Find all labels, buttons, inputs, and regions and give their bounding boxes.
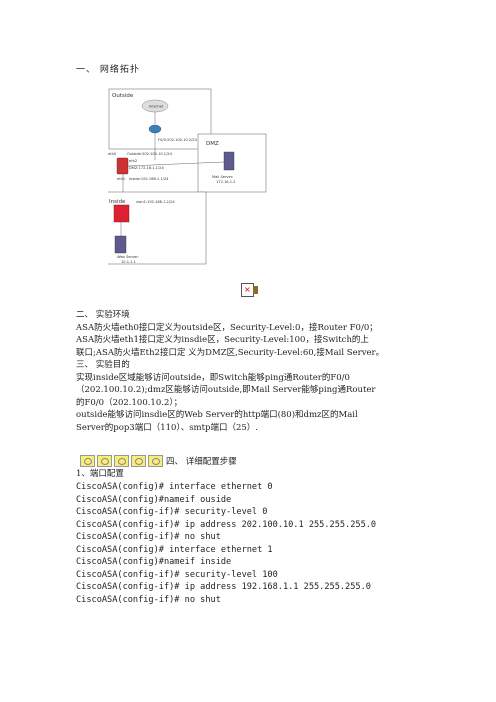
section-title-environment: 二、 实验环境 [76,310,130,320]
broken-image-icon: × [241,283,258,297]
config-line: CiscoASA(config-if)# security-level 0 [76,507,268,517]
web-server-label: Web Server: [117,255,139,259]
config-line: CiscoASA(config-if)# no shut [76,532,221,542]
embedded-object-icon [80,455,95,467]
config-line: CiscoASA(config-if)# no shut [76,595,221,605]
config-line: CiscoASA(config)#nameif ouside [76,495,232,505]
outside-zone-label: Outside [112,93,134,99]
section-title-objectives: 三、 实验目的 [76,360,130,370]
environment-line-2: ASA防火墙eth1接口定义为insdie区，Security-Level:10… [76,335,369,345]
router-ip-label: F0/0:202.100.10.2/24 [158,138,198,142]
step-heading-row: 四、 详细配置步骤 [80,455,237,467]
outside-zone-box [108,88,212,150]
step-1-title: 1、端口配置 [76,469,124,479]
config-line: CiscoASA(config)# interface ethernet 1 [76,545,273,555]
network-topology-diagram: Outside Internet F0/0:202.100.10.2/24 DM… [108,88,267,265]
switch-icon [113,204,130,223]
objective-line-4: outside能够访问insdie区的Web Server的http端口(80)… [76,410,358,420]
objective-line-5: Server的pop3端口（110）、smtp端口（25）. [76,423,258,433]
section-title-topology: 一、 网络拓扑 [76,65,140,75]
environment-line-1: ASA防火墙eth0接口定义为outside区，Security-Level:0… [76,323,378,333]
section-title-steps: 四、 详细配置步骤 [166,457,237,467]
embedded-object-icon [97,455,112,467]
environment-line-3: 联口;ASA防火墙Eth2接口定 义为DMZ区,Security-Level:6… [76,348,385,358]
mail-server-icon [223,151,235,171]
router-icon [148,124,162,134]
web-server-ip: 10.1.1.1 [121,260,136,264]
mail-server-ip: 172.16.1.2 [216,180,235,184]
eth2-label: eth2 [129,159,137,163]
inside-zone-label: Inside [109,199,126,205]
objective-line-2: （202.100.10.2);dmz区能够访问outside,即Mail Ser… [76,385,376,395]
eth0-label: eth0 [108,152,117,156]
config-line: CiscoASA(config)#nameif inside [76,557,232,567]
mail-server-label: Mail Server: [212,175,233,179]
inside-if-label: Inside:192.168.1.1/24 [129,177,169,181]
outside-if-label: Outside:202.100.10.1/24 [127,152,173,156]
embedded-object-icon [131,455,146,467]
vlan-label: vlan1:192.168.1.2/24 [136,200,175,204]
config-line: CiscoASA(config-if)# ip address 192.168.… [76,582,371,592]
objective-line-3: 的F0/0（202.100.10.2）； [76,398,183,408]
config-line: CiscoASA(config-if)# ip address 202.100.… [76,520,377,530]
embedded-object-icon [114,455,129,467]
web-server-icon [114,235,127,254]
eth1-label: eth1 [117,177,125,181]
config-line: CiscoASA(config)# interface ethernet 0 [76,482,273,492]
embedded-object-icon [148,455,163,467]
dmz-zone-label: DMZ [206,141,219,147]
config-line: CiscoASA(config-if)# security-level 100 [76,570,278,580]
dmz-if-label: DMZ:172.16.1.1/24 [129,166,164,170]
objective-line-1: 实现inside区域能够访问outside，即Switch能够ping通Rout… [76,373,350,383]
asa-firewall-icon [116,157,129,175]
internet-label: Internet [149,105,164,109]
